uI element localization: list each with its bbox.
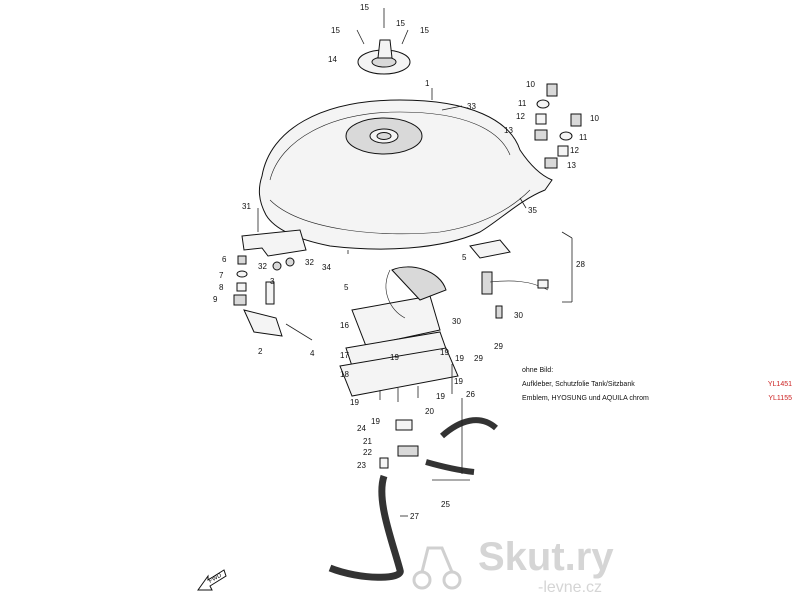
callout-29b: 29 <box>494 342 503 351</box>
callout-28: 28 <box>576 260 585 269</box>
leader-lines <box>257 88 573 517</box>
callout-31: 31 <box>242 202 251 211</box>
callout-14: 14 <box>328 55 337 64</box>
callout-19c: 19 <box>455 354 464 363</box>
callout-19e: 19 <box>350 398 359 407</box>
callout-12a: 12 <box>516 112 525 121</box>
callout-21: 21 <box>363 437 372 446</box>
callout-6: 6 <box>222 255 227 264</box>
callout-15b: 15 <box>396 19 405 28</box>
callout-13b: 13 <box>567 161 576 170</box>
callout-25: 25 <box>441 500 450 509</box>
fuel-tank <box>258 99 553 250</box>
callout-32b: 32 <box>305 258 314 267</box>
callout-5a: 5 <box>344 283 349 292</box>
callout-15c: 15 <box>331 26 340 35</box>
callout-11a: 11 <box>518 99 527 108</box>
callout-19d: 19 <box>454 377 463 386</box>
callout-16: 16 <box>340 321 349 330</box>
callout-12b: 12 <box>570 146 579 155</box>
callout-22: 22 <box>363 448 372 457</box>
notes-item-code: YL1451 <box>767 381 792 388</box>
watermark-logo: Skut.ry -levne.cz <box>412 535 614 596</box>
callout-33: 33 <box>467 102 476 111</box>
callout-35: 35 <box>528 206 537 215</box>
callout-23: 23 <box>357 461 366 470</box>
notes-item-label: Aufkleber, Schutzfolie Tank/Sitzbank <box>522 381 635 388</box>
callout-19a: 19 <box>390 353 399 362</box>
callout-7: 7 <box>219 271 224 280</box>
fuel-sensor-bracket <box>469 239 549 319</box>
notes-item-code: YL1155 <box>768 395 792 402</box>
callout-4: 4 <box>310 349 315 358</box>
watermark-sub: -levne.cz <box>538 579 602 596</box>
callout-26: 26 <box>466 390 475 399</box>
callout-17: 17 <box>340 351 349 360</box>
callout-34: 34 <box>322 263 331 272</box>
callout-19g: 19 <box>371 417 380 426</box>
hose-assembly <box>328 417 498 581</box>
scooter-icon <box>412 546 462 590</box>
callout-3: 3 <box>270 277 275 286</box>
callout-18: 18 <box>340 370 349 379</box>
notes-item-label: Emblem, HYOSUNG und AQUILA chrom <box>522 395 649 402</box>
notes-panel: ohne Bild: Aufkleber, Schutzfolie Tank/S… <box>522 364 792 406</box>
callout-8: 8 <box>219 283 224 292</box>
callout-30a: 30 <box>452 317 461 326</box>
callout-19b: 19 <box>440 348 449 357</box>
notes-heading: ohne Bild: <box>522 367 554 374</box>
callout-5b: 5 <box>462 253 467 262</box>
mount-hardware-right <box>534 83 582 169</box>
callout-27: 27 <box>410 512 419 521</box>
callout-1: 1 <box>425 79 430 88</box>
fuel-cap-assembly <box>356 8 411 75</box>
callout-15a: 15 <box>360 3 369 12</box>
callout-15d: 15 <box>420 26 429 35</box>
notes-item: Aufkleber, Schutzfolie Tank/Sitzbank YL1… <box>522 378 792 392</box>
callout-labels: 1 2 3 4 5 5 6 7 8 9 10 10 11 11 12 12 13… <box>213 3 599 521</box>
callout-11b: 11 <box>579 133 588 142</box>
callout-19f: 19 <box>436 392 445 401</box>
watermark-brand: Skut.ry <box>478 535 614 579</box>
callout-29a: 29 <box>474 354 483 363</box>
callout-9: 9 <box>213 295 218 304</box>
callout-2: 2 <box>258 347 263 356</box>
callout-10b: 10 <box>590 114 599 123</box>
fuel-pump-assembly <box>339 266 459 402</box>
callout-32a: 32 <box>258 262 267 271</box>
callout-13a: 13 <box>504 126 513 135</box>
callout-20: 20 <box>425 407 434 416</box>
callout-24: 24 <box>357 424 366 433</box>
callout-10a: 10 <box>526 80 535 89</box>
fwd-arrow-icon: FWD <box>197 569 227 591</box>
callout-30b: 30 <box>514 311 523 320</box>
notes-item: Emblem, HYOSUNG und AQUILA chrom YL1155 <box>522 392 792 406</box>
mount-hardware-left <box>233 229 313 341</box>
